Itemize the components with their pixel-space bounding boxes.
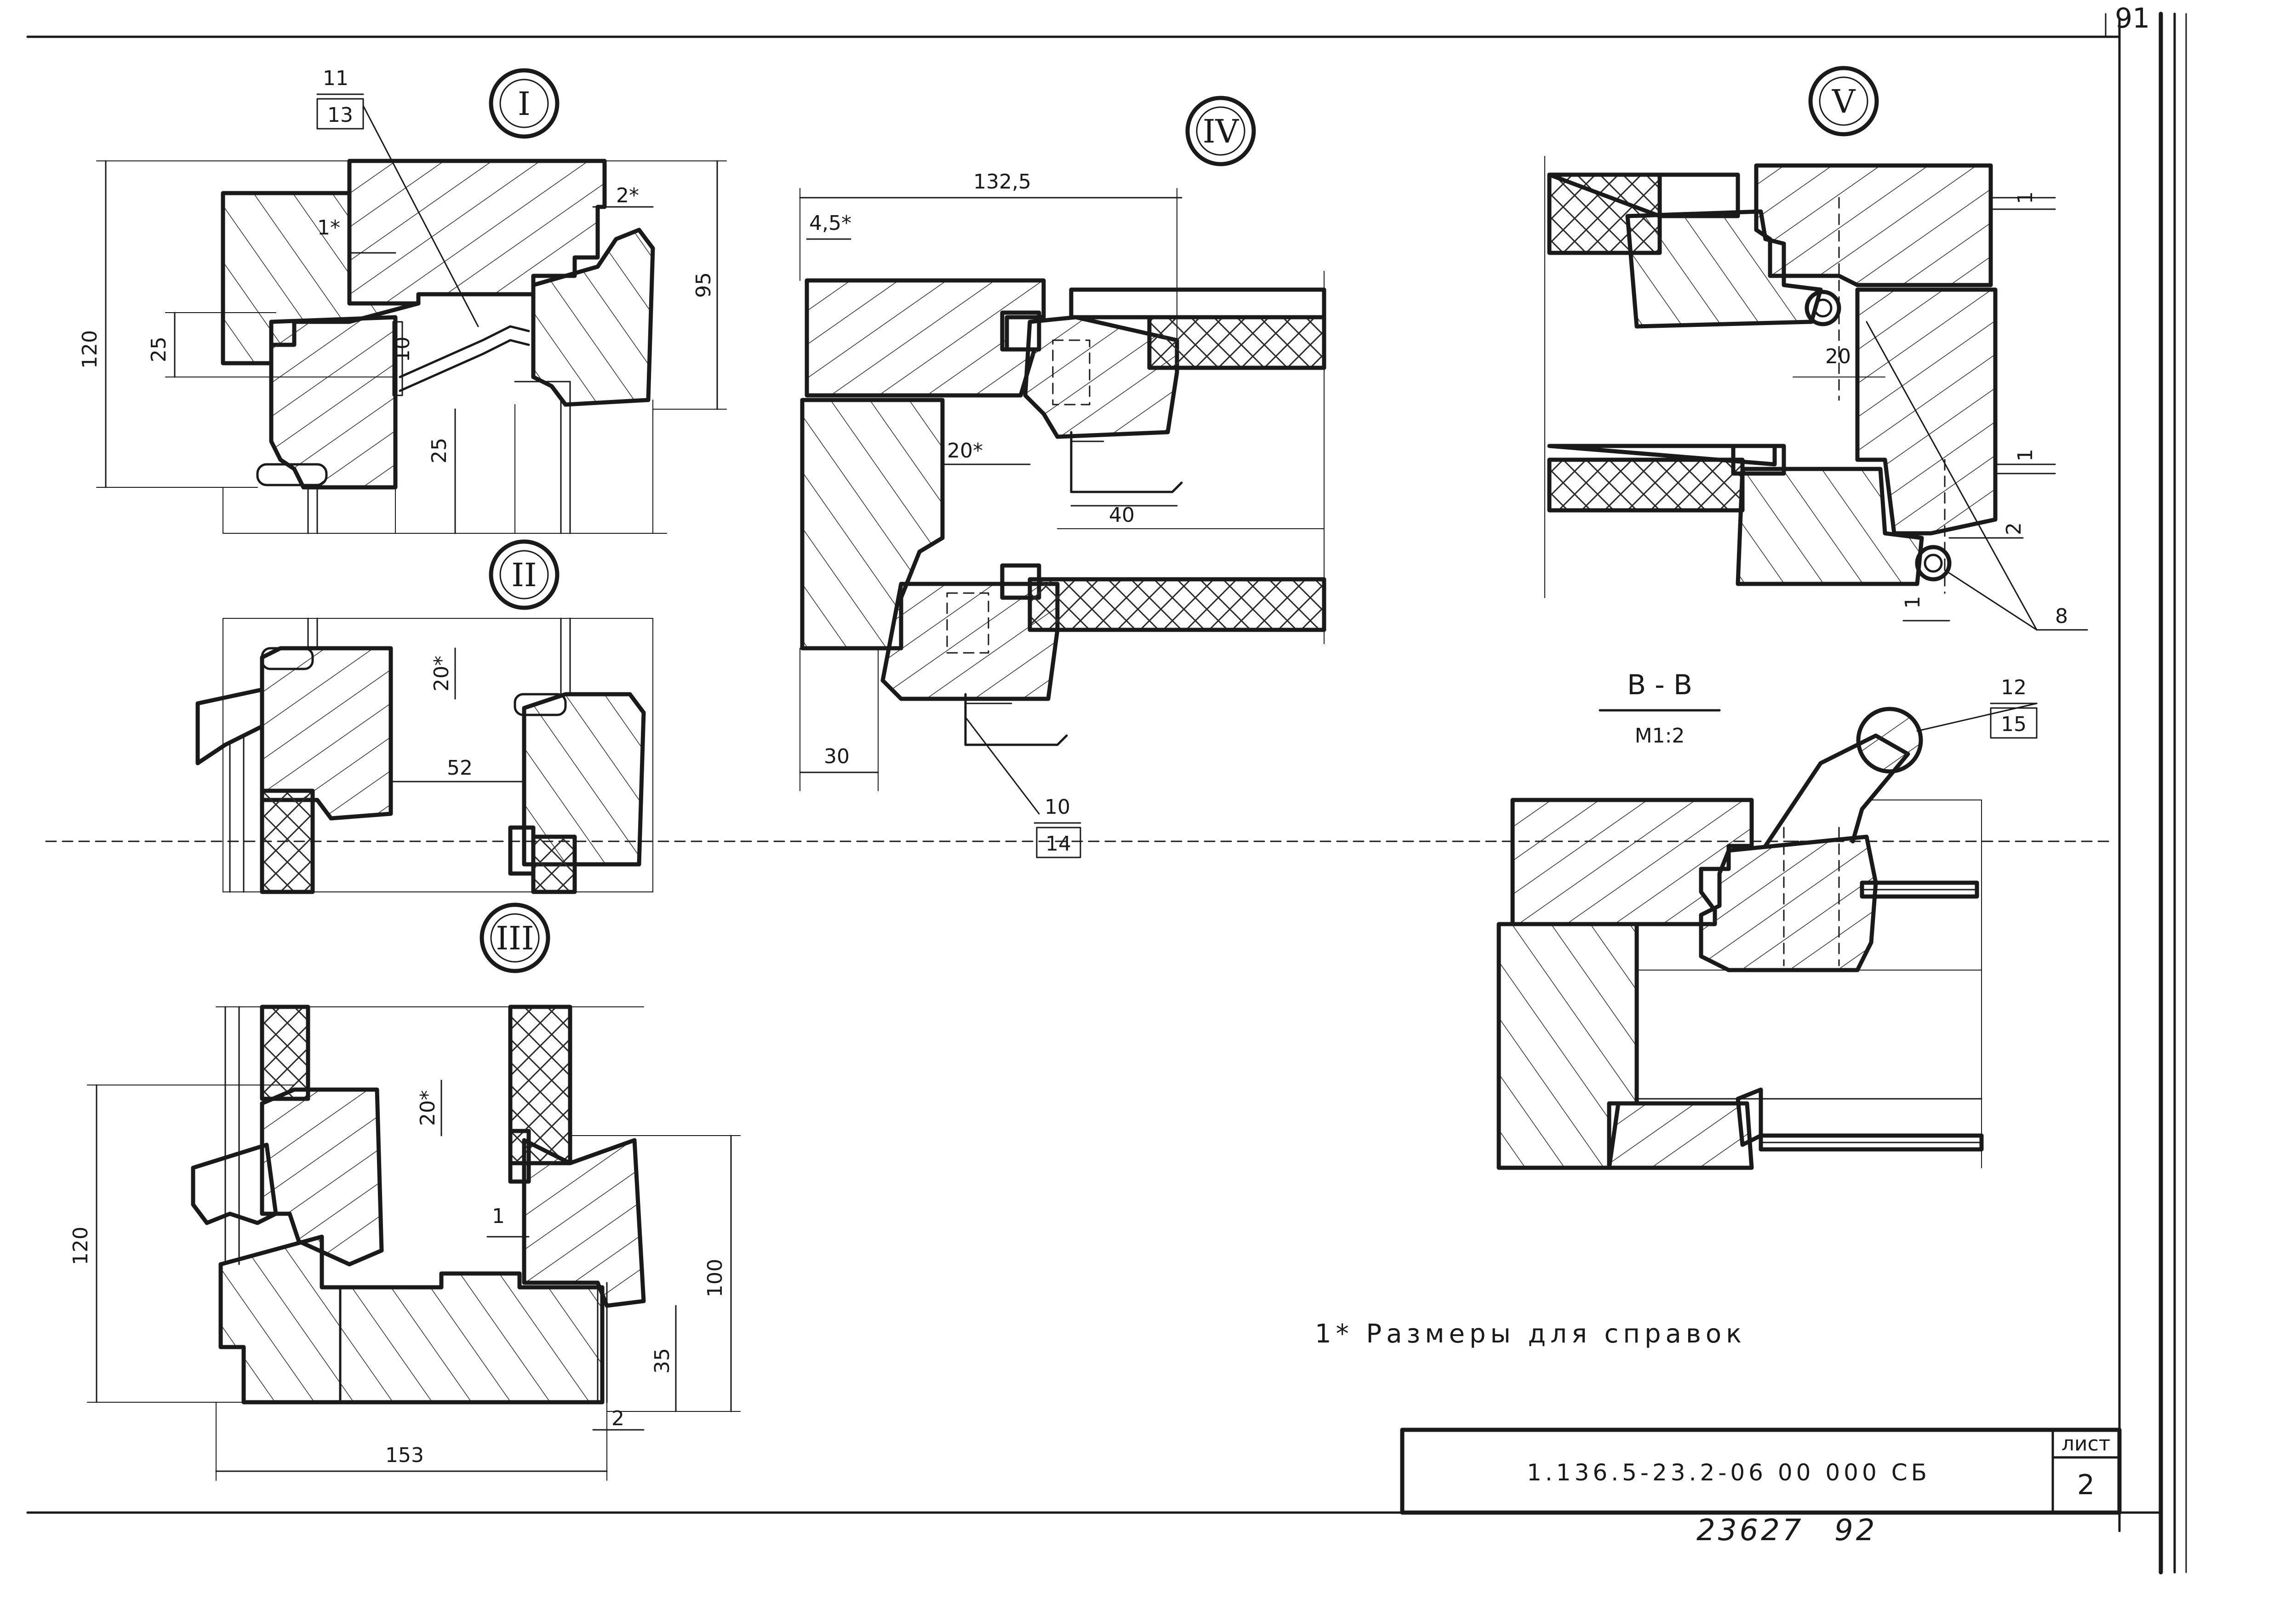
detail-III-label: III <box>496 920 534 957</box>
section-BB-scale: М1:2 <box>1635 724 1685 748</box>
detail-I-marker <box>489 68 560 139</box>
detail-I: I 120 25 <box>78 67 727 534</box>
sheet-frame <box>26 11 2187 1575</box>
detail-V-dim-1b: 1 <box>2014 449 2037 462</box>
section-BB: В - В М1:2 12 15 <box>1496 669 2038 1170</box>
detail-III-dim-35: 35 <box>651 1348 674 1374</box>
detail-I-ref-1: 1* <box>317 216 340 240</box>
detail-V: V 20 1 1 2 1 <box>1544 66 2088 631</box>
detail-IV-dim-45: 4,5* <box>809 211 851 235</box>
detail-V-dim-1c: 1 <box>1901 596 1925 609</box>
detail-V-dim-1a: 1 <box>2014 191 2037 204</box>
detail-I-dim-10: 10 <box>391 337 414 362</box>
detail-IV-dim-1325: 132,5 <box>973 170 1031 194</box>
detail-I-dim-95: 95 <box>692 272 715 298</box>
detail-I-dim-25b: 25 <box>428 438 451 463</box>
detail-V-dim-2: 2 <box>2002 522 2026 535</box>
detail-II-dim-52: 52 <box>447 756 473 780</box>
reference-note: 1* Размеры для справок <box>1315 1319 1746 1349</box>
detail-I-ref-2: 2* <box>616 184 639 207</box>
detail-IV-callout-top: 10 <box>1045 795 1070 819</box>
detail-III-dim-20: 20* <box>416 1090 440 1126</box>
detail-IV: IV 132,5 4,5* 20* <box>799 96 1326 858</box>
detail-V-label: V <box>1832 83 1856 120</box>
detail-I-label: I <box>518 85 531 123</box>
sheet-label: лист <box>2062 1432 2111 1456</box>
title-block: 1.136.5-23.2-06 00 000 СБ лист 2 <box>1400 1428 2122 1515</box>
detail-IV-dim-30: 30 <box>824 745 850 768</box>
inventory-suffix: 92 <box>1834 1513 1877 1548</box>
inventory-number: 23627 <box>1696 1513 1804 1548</box>
detail-IV-marker <box>1185 96 1256 166</box>
detail-II-marker <box>489 539 560 610</box>
sheet-number: 2 <box>2077 1469 2095 1501</box>
detail-IV-dim-40: 40 <box>1109 503 1135 527</box>
detail-I-callout-top: 11 <box>323 67 348 90</box>
detail-V-callout: 8 <box>2055 605 2068 628</box>
detail-IV-callout-bottom: 14 <box>1045 832 1071 856</box>
section-BB-callout-top: 12 <box>2001 676 2027 699</box>
section-BB-callout-bottom: 15 <box>2001 713 2027 736</box>
drawing-code: 1.136.5-23.2-06 00 000 СБ <box>1527 1459 1930 1486</box>
detail-III-dim-120: 120 <box>69 1227 92 1265</box>
detail-V-marker <box>1808 66 1879 137</box>
detail-III-marker <box>480 902 550 973</box>
detail-IV-label: IV <box>1203 113 1239 150</box>
detail-I-callout-bottom: 13 <box>327 103 353 127</box>
detail-I-dim-120: 120 <box>78 330 102 369</box>
detail-III-dim-100: 100 <box>703 1259 727 1297</box>
detail-II-dim-20: 20* <box>430 656 453 691</box>
detail-III: III 120 100 20* 35 1 2 <box>69 902 741 1481</box>
detail-I-dim-25a: 25 <box>147 337 171 362</box>
detail-IV-dim-20: 20* <box>947 439 983 463</box>
detail-II: II 20* 52 <box>195 539 653 894</box>
detail-III-dim-2: 2 <box>611 1407 624 1430</box>
detail-III-dim-153: 153 <box>385 1444 424 1467</box>
detail-II-label: II <box>511 556 537 594</box>
detail-III-dim-1: 1 <box>492 1205 505 1228</box>
corner-sheet-number: 91 <box>2115 2 2150 34</box>
section-BB-label: В - В <box>1627 669 1692 701</box>
detail-V-dim-20: 20 <box>1825 345 1851 368</box>
